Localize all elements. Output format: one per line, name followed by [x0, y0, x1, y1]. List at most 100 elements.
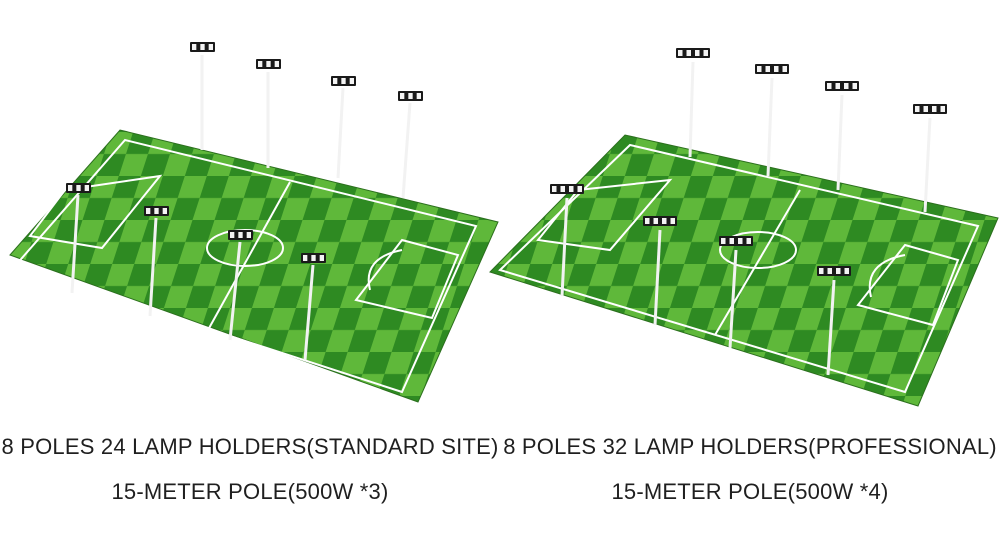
lamp-holder — [852, 83, 857, 89]
lamp-holder — [827, 83, 832, 89]
lamp-holder — [319, 255, 324, 261]
poles-professional — [550, 48, 947, 376]
lamp-head — [190, 42, 215, 52]
lamp-head — [817, 266, 851, 276]
lamp-head — [643, 216, 677, 226]
caption-professional-title: 8 POLES 32 LAMP HOLDERS(PROFESSIONAL) — [503, 434, 997, 459]
lamp-holder — [695, 50, 700, 56]
light-pole — [301, 253, 326, 361]
light-pole — [643, 216, 677, 326]
lamp-holder — [68, 185, 73, 191]
caption-standard-title: 8 POLES 24 LAMP HOLDERS(STANDARD SITE) — [1, 434, 499, 459]
lamp-holder — [416, 93, 421, 99]
lamp-holder — [819, 268, 824, 274]
lamp-holder — [333, 78, 338, 84]
lamp-holder — [835, 83, 840, 89]
lamp-holder — [303, 255, 308, 261]
pitch-markings — [498, 143, 980, 394]
lamp-head — [755, 64, 789, 74]
light-pole — [755, 64, 789, 177]
lamp-holder — [341, 78, 346, 84]
lamp-holder — [274, 61, 279, 67]
lamp-head — [825, 81, 859, 91]
light-pole — [719, 236, 753, 349]
lamp-holder — [192, 44, 197, 50]
light-pole — [676, 48, 710, 158]
lamp-head — [550, 184, 584, 194]
lamp-holder — [154, 208, 159, 214]
light-pole — [144, 206, 169, 317]
lamp-holder — [782, 66, 787, 72]
light-pole — [66, 183, 91, 294]
lamp-holder — [246, 232, 251, 238]
lamp-holder — [560, 186, 565, 192]
lamp-holder — [311, 255, 316, 261]
lamp-head — [676, 48, 710, 58]
lamp-head — [913, 104, 947, 114]
light-pole — [817, 266, 851, 376]
lamp-holder — [653, 218, 658, 224]
lamp-holder — [915, 106, 920, 112]
lamp-holder — [844, 268, 849, 274]
light-pole — [825, 81, 859, 191]
lamp-holder — [729, 238, 734, 244]
light-pole — [913, 104, 947, 213]
lamp-head — [719, 236, 753, 246]
lamp-holder — [774, 66, 779, 72]
light-pole — [331, 76, 356, 179]
lamp-holder — [230, 232, 235, 238]
lamp-holder — [146, 208, 151, 214]
lamp-holder — [844, 83, 849, 89]
light-pole — [228, 230, 253, 341]
lamp-holder — [662, 218, 667, 224]
lamp-head — [398, 91, 423, 101]
lamp-head — [301, 253, 326, 263]
lamp-holder — [932, 106, 937, 112]
lamp-holder — [678, 50, 683, 56]
light-pole — [398, 91, 423, 199]
lamp-holder — [686, 50, 691, 56]
lamp-head — [228, 230, 253, 240]
lamp-holder — [552, 186, 557, 192]
lamp-holder — [258, 61, 263, 67]
lamp-head — [66, 183, 91, 193]
light-pole — [256, 59, 281, 168]
lamp-holder — [738, 238, 743, 244]
lamp-holder — [703, 50, 708, 56]
lamp-holder — [266, 61, 271, 67]
lamp-holder — [721, 238, 726, 244]
caption-professional-pole: 15-METER POLE(500W *4) — [611, 479, 889, 504]
lamp-holder — [577, 186, 582, 192]
field-professional — [489, 134, 999, 407]
lamp-holder — [208, 44, 213, 50]
lamp-holder — [827, 268, 832, 274]
lamp-holder — [76, 185, 81, 191]
lamp-holder — [670, 218, 675, 224]
lamp-holder — [408, 93, 413, 99]
lamp-holder — [923, 106, 928, 112]
lamp-holder — [162, 208, 167, 214]
lamp-holder — [836, 268, 841, 274]
light-pole — [550, 184, 584, 297]
lamp-holder — [569, 186, 574, 192]
lamp-holder — [765, 66, 770, 72]
lamp-head — [144, 206, 169, 216]
light-pole — [190, 42, 215, 150]
field-standard — [9, 129, 499, 403]
poles-standard — [66, 42, 423, 361]
lamp-holder — [200, 44, 205, 50]
lamp-holder — [645, 218, 650, 224]
grass-surface — [489, 134, 999, 407]
caption-standard-pole: 15-METER POLE(500W *3) — [111, 479, 389, 504]
lamp-holder — [349, 78, 354, 84]
lamp-holder — [757, 66, 762, 72]
lamp-holder — [940, 106, 945, 112]
lamp-head — [331, 76, 356, 86]
lamp-holder — [746, 238, 751, 244]
lamp-holder — [400, 93, 405, 99]
lamp-holder — [238, 232, 243, 238]
lamp-holder — [84, 185, 89, 191]
lamp-head — [256, 59, 281, 69]
